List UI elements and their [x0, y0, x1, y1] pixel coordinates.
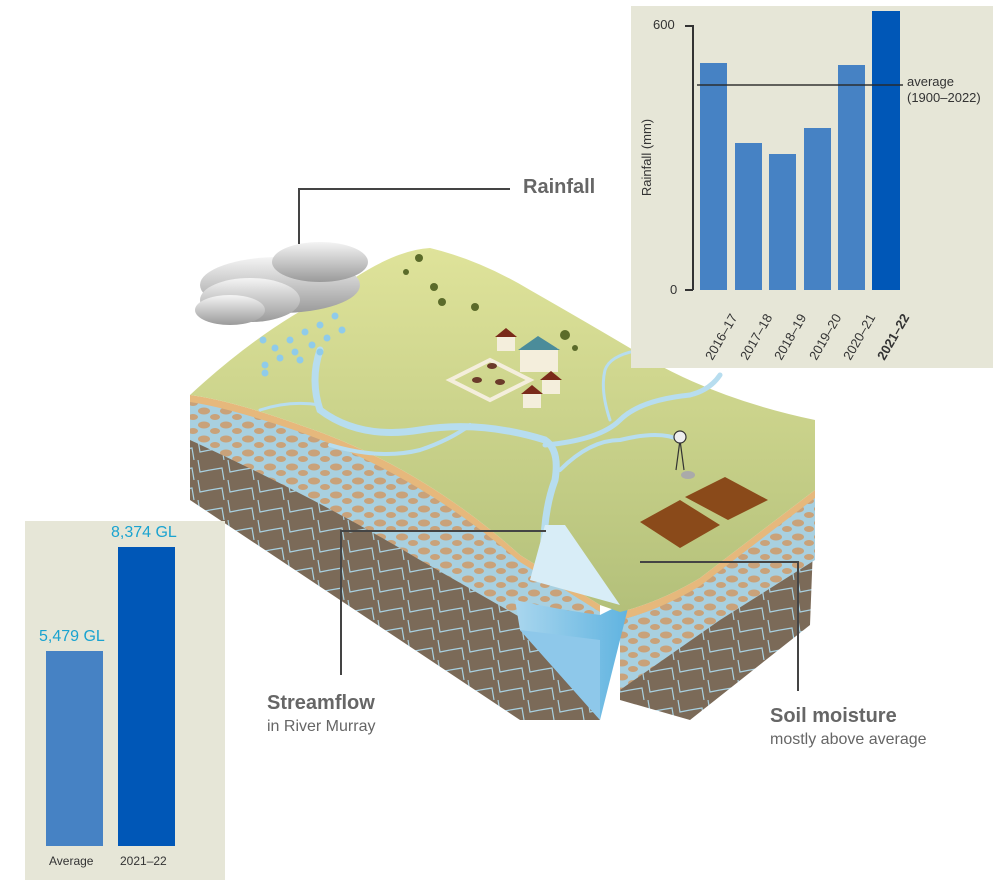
streamflow-x-label-2021-22: 2021–22 — [120, 854, 167, 868]
rainfall-y-tick-600 — [685, 25, 693, 27]
rainfall-y-axis-label: Rainfall (mm) — [639, 118, 655, 197]
rainfall-bar-2019-20 — [804, 128, 831, 290]
streamflow-value-label-2021-22: 8,374 GL — [111, 524, 177, 541]
streamflow-bar-2021-22 — [118, 547, 175, 846]
rainfall-average-line — [697, 84, 903, 86]
rainfall-callout-line-v — [298, 188, 300, 244]
rainfall-average-label-line1: average — [907, 74, 954, 89]
rainfall-average-label-line2: (1900–2022) — [907, 90, 981, 105]
rainfall-callout-line-h — [298, 188, 510, 190]
soil-moisture-callout-subtitle: mostly above average — [770, 731, 927, 748]
rainfall-y-tick-label-0: 0 — [670, 282, 678, 297]
streamflow-callout-line-h — [340, 530, 546, 532]
streamflow-callout-line-v — [340, 530, 342, 675]
soil-callout-line-v — [797, 561, 799, 691]
rainfall-bar-2020-21 — [838, 65, 865, 290]
streamflow-bar-average — [46, 651, 103, 846]
rainfall-callout-title: Rainfall — [523, 176, 596, 198]
streamflow-value-label-average: 5,479 GL — [39, 628, 105, 645]
soil-moisture-callout-title: Soil moisture — [770, 705, 897, 727]
streamflow-callout-title: Streamflow — [267, 692, 375, 714]
rainfall-bar-2016-17 — [700, 63, 727, 290]
soil-callout-line-h — [640, 561, 798, 563]
streamflow-x-label-average: Average — [49, 854, 94, 868]
rainfall-y-tick-label-600: 600 — [653, 17, 675, 32]
rainfall-y-axis-line — [692, 25, 694, 290]
rainfall-bar-2021-22 — [872, 11, 900, 290]
streamflow-callout-subtitle: in River Murray — [267, 718, 376, 735]
rainfall-bar-2017-18 — [735, 143, 762, 290]
rainfall-bar-2018-19 — [769, 154, 796, 290]
rainfall-y-tick-0 — [685, 289, 693, 291]
